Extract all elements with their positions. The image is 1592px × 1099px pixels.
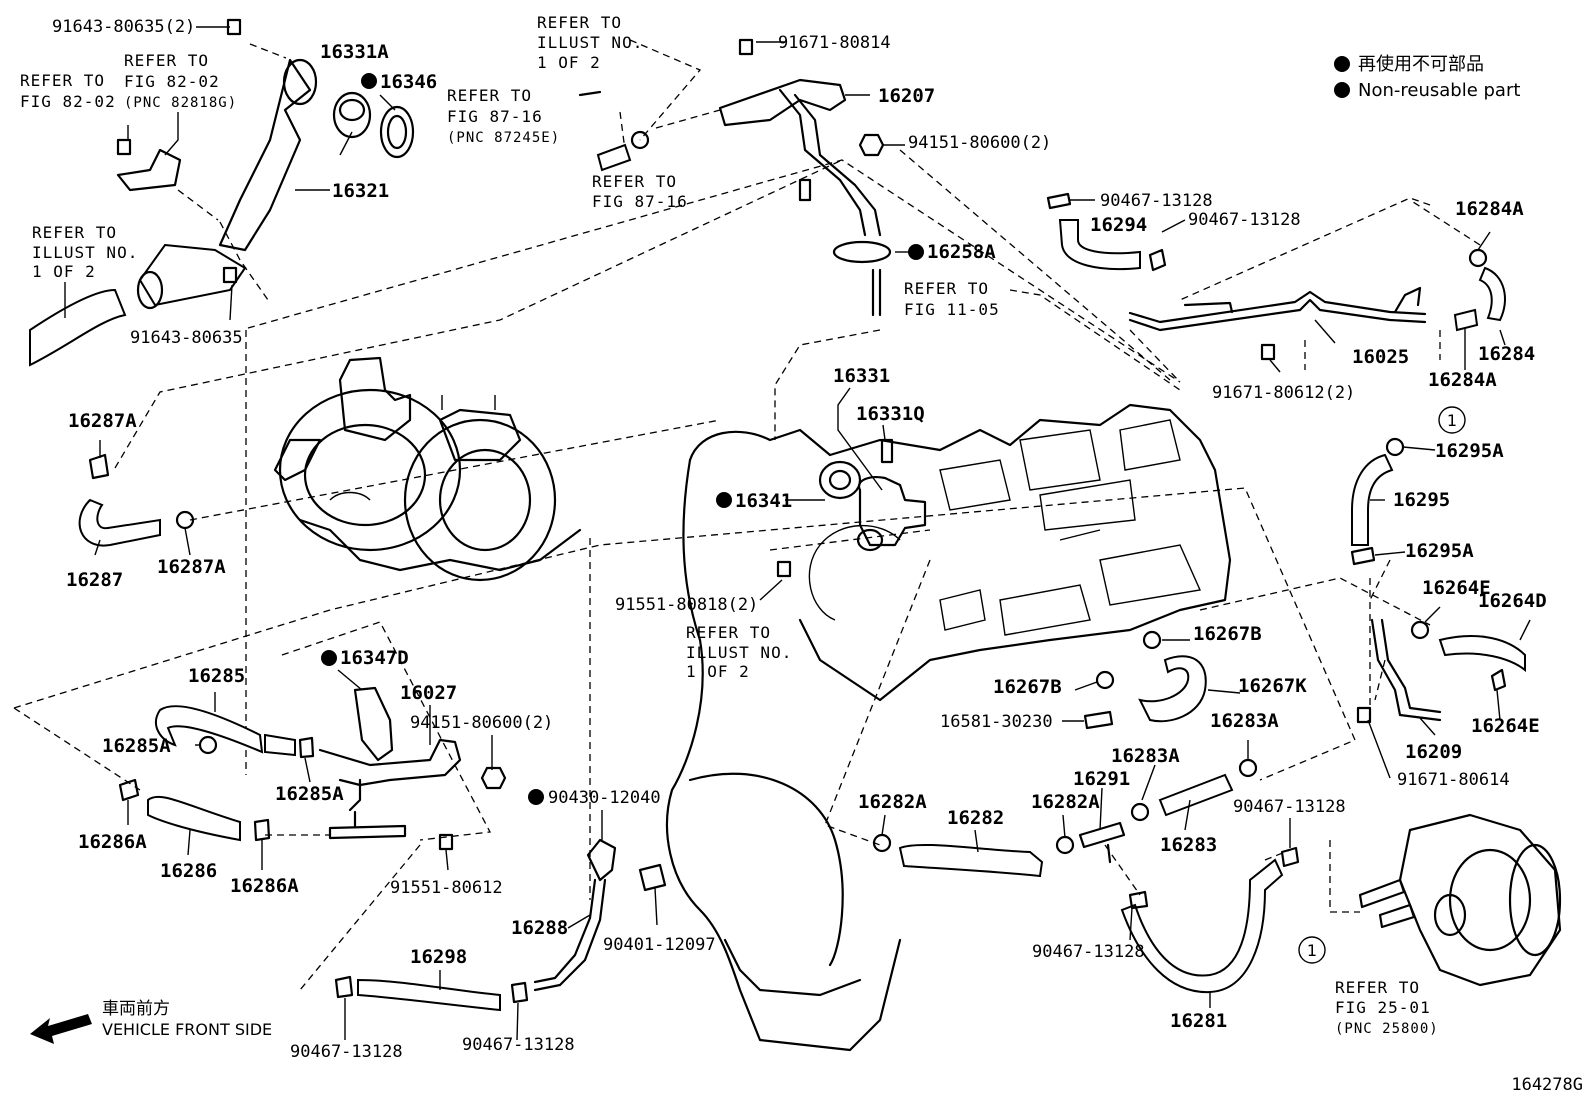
part-label: 16295A <box>1405 540 1474 562</box>
part-number-labels: 91643-80635(2) 16331A 16346 16321 91643-… <box>52 17 1547 1062</box>
vehicle-front-en: VEHICLE FRONT SIDE <box>102 1020 272 1039</box>
legend-nonreusable-dot-icon <box>1334 56 1350 72</box>
part-label: 16207 <box>878 85 935 107</box>
legend-nonreusable-dot-icon <box>1334 82 1350 98</box>
part-label: 16291 <box>1073 768 1130 790</box>
part-label: 16282 <box>947 807 1004 829</box>
part-label: 91671-80614 <box>1397 770 1510 790</box>
part-label: 16331A <box>320 41 389 63</box>
illustration-id: 164278G <box>1511 1075 1583 1095</box>
part-label: 16287 <box>66 569 123 591</box>
part-label: 16283 <box>1160 834 1217 856</box>
part-label: 16331Q <box>856 403 925 425</box>
callout-circle: 1 <box>1307 941 1317 960</box>
legend: 再使用不可部品 Non-reusable part <box>1358 54 1520 101</box>
part-label: 90467-13128 <box>462 1035 575 1055</box>
part-label: 91643-80635(2) <box>52 17 195 37</box>
part-label: 16295 <box>1393 489 1450 511</box>
part-label: 16282A <box>858 791 927 813</box>
nonreusable-dot-icon <box>321 650 337 666</box>
part-label: 16285 <box>188 665 245 687</box>
turbocharger-sketch <box>273 356 582 582</box>
part-shapes <box>29 18 1562 1012</box>
part-label: 16331 <box>833 365 890 387</box>
part-label: 16298 <box>410 946 467 968</box>
part-label: 16283A <box>1210 710 1279 732</box>
part-label: 16341 <box>735 490 792 512</box>
nonreusable-dot-icon <box>361 73 377 89</box>
part-label: 91643-80635 <box>130 328 243 348</box>
nonreusable-dot-icon <box>528 789 544 805</box>
nonreusable-dot-icon <box>716 492 732 508</box>
part-label: 16267B <box>993 676 1062 698</box>
part-label: 90467-13128 <box>290 1042 403 1062</box>
part-label: 16209 <box>1405 741 1462 763</box>
part-label: 94151-80600(2) <box>410 713 553 733</box>
part-label: 16581-30230 <box>940 712 1053 732</box>
part-label: 16287A <box>157 556 226 578</box>
engine-block-sketch <box>665 403 1232 1052</box>
part-label: 94151-80600(2) <box>908 133 1051 153</box>
part-label: 16284 <box>1478 343 1535 365</box>
leader-lines <box>64 26 1531 1041</box>
part-label: 16286A <box>78 831 147 853</box>
part-label: 16025 <box>1352 346 1409 368</box>
part-label: 16285A <box>275 783 344 805</box>
nonreusable-markers <box>321 56 1350 805</box>
part-label: 91551-80818(2) <box>615 595 758 615</box>
part-label: 16287A <box>68 410 137 432</box>
callout-circle: 1 <box>1447 411 1457 430</box>
nonreusable-dot-icon <box>908 244 924 260</box>
part-label: 16283A <box>1111 745 1180 767</box>
vehicle-front-jp: 車両前方 <box>102 999 170 1019</box>
legend-jp: 再使用不可部品 <box>1358 54 1484 75</box>
part-label: 16258A <box>927 241 996 263</box>
part-label: 16286 <box>160 860 217 882</box>
part-label: 16284A <box>1428 369 1497 391</box>
part-label: 91671-80814 <box>778 33 891 53</box>
part-label: 90467-13128 <box>1100 191 1213 211</box>
part-label: 90467-13128 <box>1188 210 1301 230</box>
part-label: 90430-12040 <box>548 788 661 808</box>
part-label: 16346 <box>380 71 437 93</box>
part-label: 16267K <box>1238 675 1307 697</box>
part-label: 16264E <box>1422 577 1491 599</box>
legend-en: Non-reusable part <box>1358 80 1520 101</box>
part-label: 16282A <box>1031 791 1100 813</box>
part-label: 16027 <box>400 682 457 704</box>
footer: 車両前方 VEHICLE FRONT SIDE 164278G <box>102 999 1583 1095</box>
part-label: 91671-80612(2) <box>1212 383 1355 403</box>
callouts: 1 1 <box>1298 406 1466 964</box>
vehicle-front-arrow-icon <box>30 1014 92 1044</box>
part-label: 16294 <box>1090 214 1147 236</box>
part-label: 90467-13128 <box>1032 942 1145 962</box>
part-label: 91551-80612 <box>390 878 503 898</box>
part-label: 16286A <box>230 875 299 897</box>
part-label: 16288 <box>511 917 568 939</box>
part-label: 16295A <box>1435 440 1504 462</box>
part-label: 16321 <box>332 180 389 202</box>
part-label: 16264D <box>1478 590 1547 612</box>
part-label: 16281 <box>1170 1010 1227 1032</box>
part-label: 16264E <box>1471 715 1540 737</box>
dashed-leader-lines <box>13 39 1481 991</box>
part-label: 90401-12097 <box>603 935 716 955</box>
part-label: 16347D <box>340 647 409 669</box>
part-label: 16284A <box>1455 198 1524 220</box>
part-label: 90467-13128 <box>1233 797 1346 817</box>
part-label: 16267B <box>1193 623 1262 645</box>
part-label: 16285A <box>102 735 171 757</box>
